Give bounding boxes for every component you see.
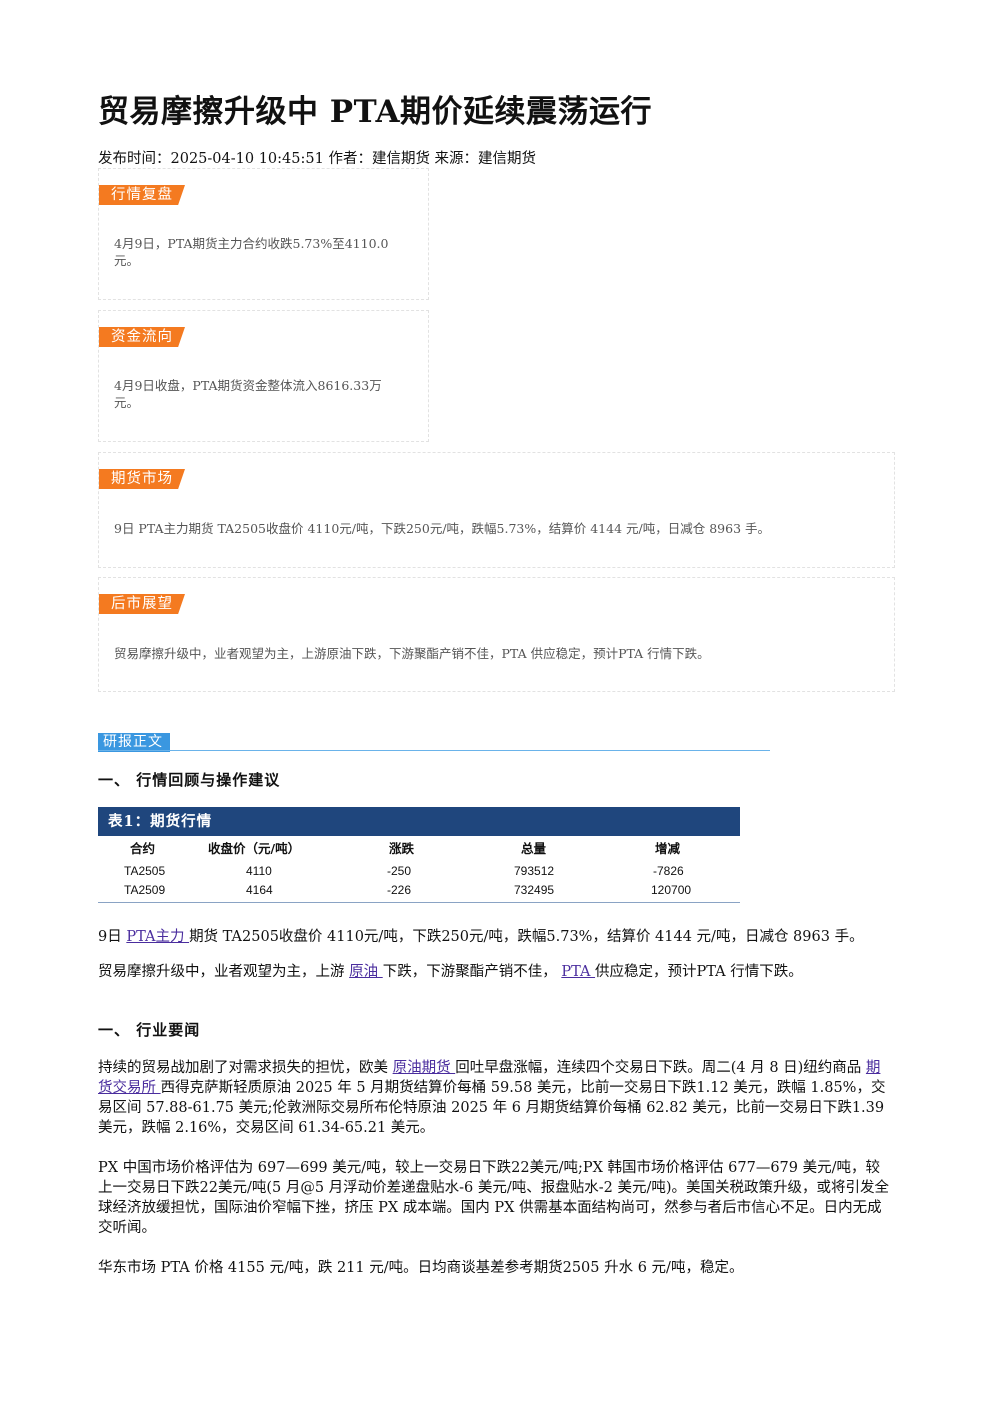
summary-text: 4月9日收盘，PTA期货资金整体流入8616.33万元。 — [114, 378, 382, 410]
heading-market-review: 一、 行情回顾与操作建议 — [98, 771, 281, 789]
summary-text: 贸易摩擦升级中，业者观望为主，上游原油下跌，下游聚酯产销不佳，PTA 供应稳定，… — [114, 646, 710, 661]
summary-tag: 资金流向 — [99, 327, 185, 347]
paragraph-px-market: PX 中国市场价格评估为 697—699 美元/吨，较上一交易日下跌22美元/吨… — [98, 1160, 890, 1236]
summary-tag: 期货市场 — [99, 469, 185, 489]
summary-box-fund-flow: 资金流向 4月9日收盘，PTA期货资金整体流入8616.33万元。 — [98, 310, 429, 442]
article-title: 贸易摩擦升级中 PTA期价延续震荡运行 — [98, 94, 653, 130]
paragraph-outlook: 贸易摩擦升级中，业者观望为主，上游 原油 下跌，下游聚酯产销不佳， PTA 供应… — [98, 962, 894, 982]
link-pta[interactable]: PTA — [561, 964, 596, 980]
summary-box-market-review: 行情复盘 4月9日，PTA期货主力合约收跌5.73%至4110.0元。 — [98, 168, 429, 300]
table-cell: TA2505 — [124, 864, 166, 878]
link-pta-main[interactable]: PTA主力 — [126, 929, 190, 945]
table-row: TA2505 4110 -250 793512 -7826 — [98, 862, 740, 881]
text-run: 供应稳定，预计PTA 行情下跌。 — [595, 964, 803, 980]
column-header: 收盘价（元/吨） — [208, 841, 301, 856]
futures-table: 表1：期货行情 合约 收盘价（元/吨） 涨跌 总量 增减 TA2505 4110… — [98, 807, 740, 903]
text-run: 下跌，下游聚酯产销不佳， — [382, 964, 562, 980]
column-header: 总量 — [521, 841, 547, 856]
paragraph-crude-oil-news: 持续的贸易战加剧了对需求损失的担忧，欧美 原油期货 回吐早盘涨幅，连续四个交易日… — [98, 1058, 894, 1138]
column-header: 增减 — [655, 841, 681, 856]
table-cell: -7826 — [653, 864, 684, 878]
summary-tag: 后市展望 — [99, 594, 185, 614]
section-divider — [98, 750, 770, 751]
summary-box-outlook: 后市展望 贸易摩擦升级中，业者观望为主，上游原油下跌，下游聚酯产销不佳，PTA … — [98, 577, 895, 692]
summary-text: 4月9日，PTA期货主力合约收跌5.73%至4110.0元。 — [114, 236, 389, 268]
paragraph-east-china-pta: 华东市场 PTA 价格 4155 元/吨，跌 211 元/吨。日均商谈基差参考期… — [98, 1260, 744, 1276]
column-header: 涨跌 — [389, 841, 415, 856]
summary-box-futures-market: 期货市场 9日 PTA主力期货 TA2505收盘价 4110元/吨，下跌250元… — [98, 452, 895, 568]
table-cell: 4164 — [246, 883, 273, 897]
section-tag-report-body: 研报正文 — [98, 733, 170, 752]
table-row: TA2509 4164 -226 732495 120700 — [98, 881, 740, 900]
table-cell: 793512 — [514, 864, 555, 878]
table-header-row: 合约 收盘价（元/吨） 涨跌 总量 增减 — [98, 836, 740, 862]
table-cell: TA2509 — [124, 883, 166, 897]
link-crude-oil[interactable]: 原油 — [349, 964, 383, 980]
table-cell: -226 — [387, 883, 412, 897]
link-crude-oil-futures[interactable]: 原油期货 — [392, 1060, 456, 1076]
table-cell: 732495 — [514, 883, 555, 897]
summary-tag: 行情复盘 — [99, 185, 185, 205]
table-cell: 120700 — [651, 883, 692, 897]
text-run: 西得克萨斯轻质原油 2025 年 5 月期货结算价每桶 59.58 美元，比前一… — [98, 1080, 886, 1136]
heading-industry-news: 一、 行业要闻 — [98, 1021, 201, 1039]
summary-text: 9日 PTA主力期货 TA2505收盘价 4110元/吨，下跌250元/吨，跌幅… — [114, 521, 770, 536]
table-title: 表1：期货行情 — [98, 807, 740, 836]
text-run: 期货 TA2505收盘价 4110元/吨，下跌250元/吨，跌幅5.73%，结算… — [189, 929, 864, 945]
text-run: 贸易摩擦升级中，业者观望为主，上游 — [98, 964, 350, 980]
text-run: 9日 — [98, 929, 127, 945]
table-cell: 4110 — [246, 864, 272, 878]
article-meta: 发布时间：2025-04-10 10:45:51 作者：建信期货 来源：建信期货 — [98, 151, 537, 167]
table-cell: -250 — [387, 864, 412, 878]
table-bottom-border — [98, 902, 740, 903]
text-run: 回吐早盘涨幅，连续四个交易日下跌。周二(4 月 8 日)纽约商品 — [455, 1060, 866, 1076]
paragraph-futures: 9日 PTA主力 期货 TA2505收盘价 4110元/吨，下跌250元/吨，跌… — [98, 927, 894, 947]
link-futures-exchange[interactable]: 期货交易所 — [98, 1060, 881, 1096]
text-run: 持续的贸易战加剧了对需求损失的担忧，欧美 — [98, 1060, 393, 1076]
column-header: 合约 — [130, 841, 156, 856]
